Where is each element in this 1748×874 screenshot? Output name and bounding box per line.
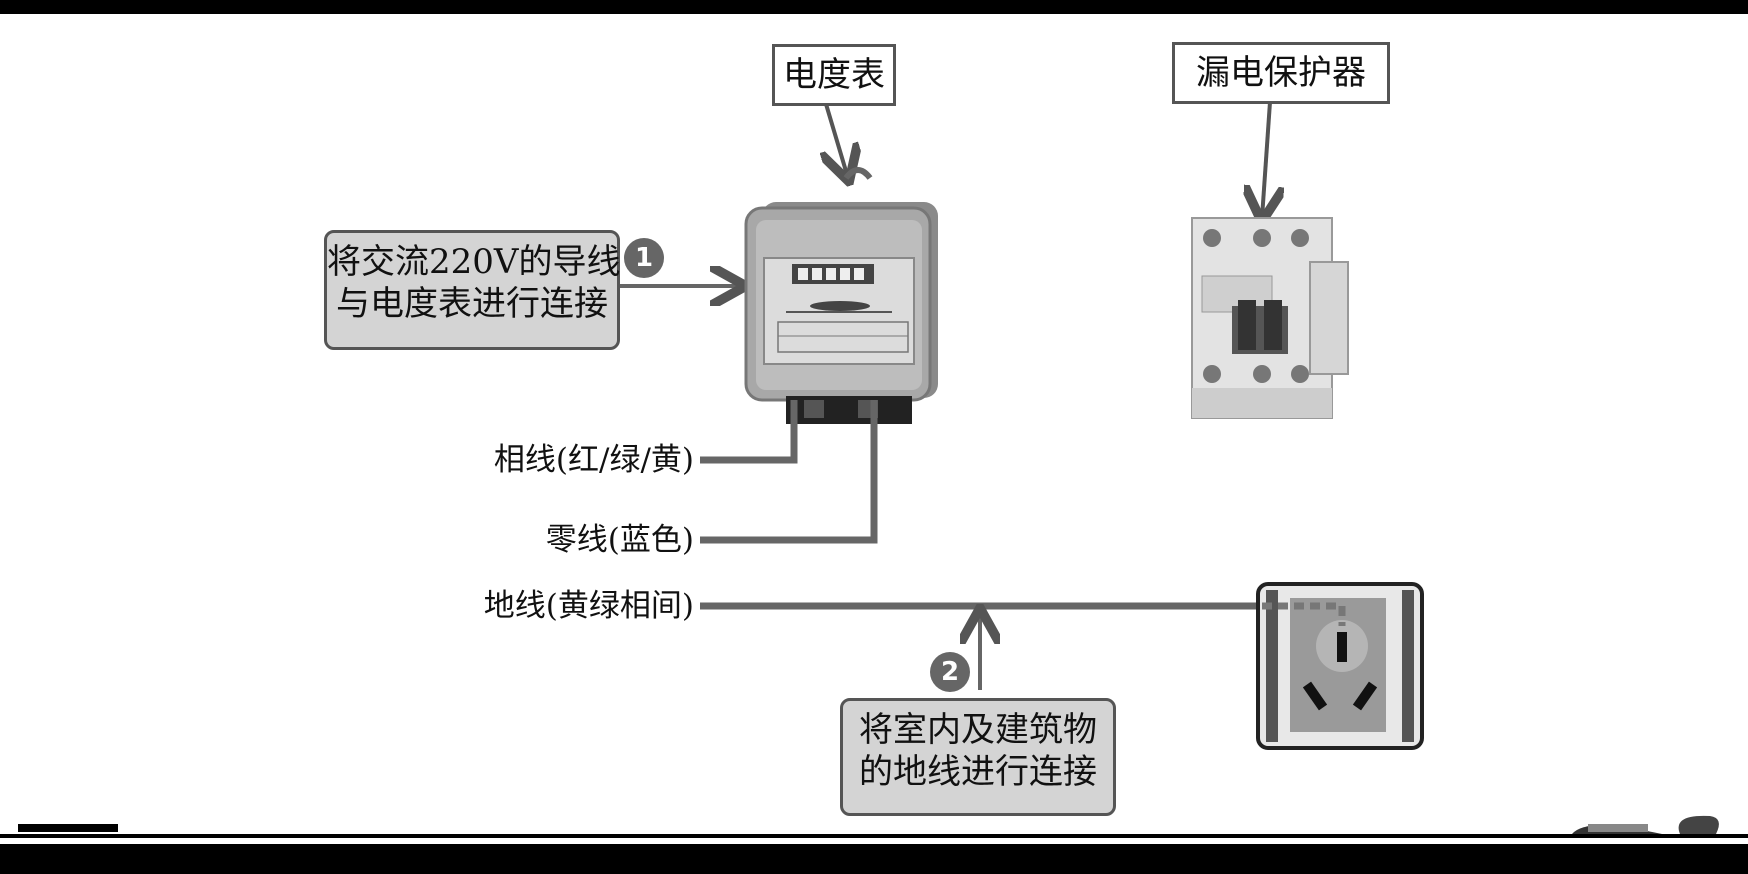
ground-wire-label: 地线(黄绿相间) <box>483 588 694 624</box>
step2-note-line1: 将室内及建筑物 <box>859 710 1097 750</box>
top-border <box>0 0 1748 14</box>
meter-label: 电度表 <box>772 44 896 106</box>
bottom-left-tab <box>18 824 118 832</box>
step1-note-line2: 与电度表进行连接 <box>336 284 608 324</box>
neutral-wire <box>700 400 878 544</box>
step1-badge: 1 <box>624 238 664 278</box>
leakage-protector-image <box>1191 217 1349 419</box>
phase-wire <box>700 400 798 464</box>
bottom-border <box>0 844 1748 874</box>
step2-note-line2: 的地线进行连接 <box>859 752 1097 792</box>
breaker-pointer-arrow <box>1262 101 1270 218</box>
electric-meter-image <box>744 167 938 424</box>
breaker-label: 漏电保护器 <box>1172 42 1390 104</box>
phase-wire-label: 相线(红/绿/黄) <box>493 442 694 478</box>
bottom-rule-thin <box>0 834 1748 838</box>
ground-socket-image <box>1256 582 1424 750</box>
step2-note: 将室内及建筑物 的地线进行连接 <box>840 698 1116 816</box>
neutral-wire-label: 零线(蓝色) <box>545 522 694 558</box>
step2-badge: 2 <box>930 652 970 692</box>
step1-note-line1: 将交流220V的导线 <box>327 242 621 282</box>
meter-pointer-arrow <box>826 103 848 178</box>
step1-note: 将交流220V的导线 与电度表进行连接 <box>324 230 620 350</box>
decorative-pencil-icon <box>1572 815 1719 834</box>
bottom-right-tab <box>1544 862 1684 874</box>
